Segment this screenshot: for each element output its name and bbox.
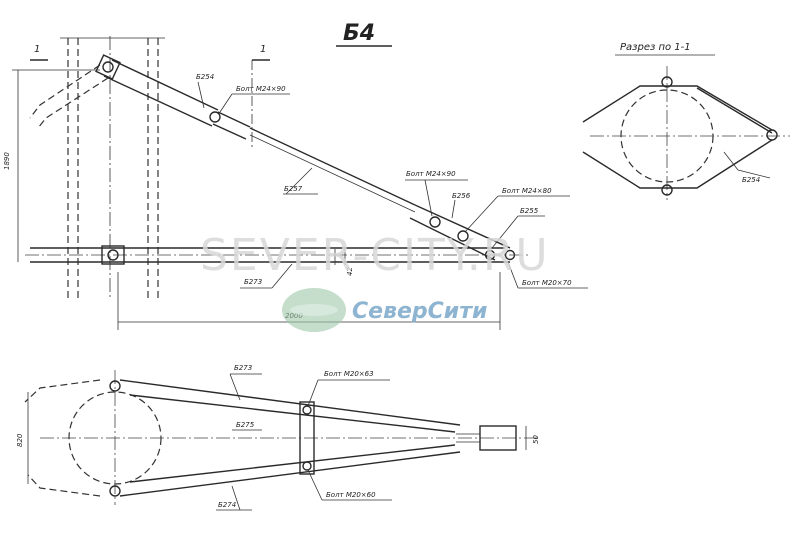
plan-view: 820 50 42 Б273 Болт М20×63 Б275 Болт М20…: [16, 267, 540, 511]
label-bolt-m20x63: Болт М20×63: [324, 370, 374, 378]
bolt-icon: [302, 405, 312, 415]
small-dimension-mid: 42: [346, 267, 354, 276]
label-bolt-m24x80: Болт М24×80: [502, 187, 552, 195]
small-dimension-right: 50: [532, 435, 540, 444]
label-b273-side: Б273: [244, 278, 262, 286]
section-mark-right: 1: [260, 44, 266, 55]
label-b273-plan: Б273: [234, 364, 252, 372]
label-b256: Б256: [452, 192, 471, 200]
end-fitting: [479, 425, 517, 451]
bolt-icon: [457, 230, 469, 242]
bolt-icon: [109, 485, 121, 497]
label-bolt-m24x90-top: Болт М24×90: [236, 85, 286, 93]
clamp-left: [29, 64, 101, 119]
width-dimension: 820: [16, 433, 24, 447]
label-b254-section: Б254: [742, 176, 760, 184]
tie-rod: [249, 127, 416, 206]
bolt-icon: [107, 249, 119, 261]
watermark-site: SEVER-CITY.RU: [200, 230, 550, 281]
height-dimension: 1890: [3, 152, 11, 170]
section-title: Разрез по 1-1: [620, 42, 691, 53]
bolt-icon: [766, 129, 778, 141]
label-b275: Б275: [236, 421, 255, 429]
cross-plate: [299, 401, 315, 475]
label-b257: Б257: [284, 185, 303, 193]
bolt-icon: [661, 76, 673, 88]
drawing-title: Б4: [343, 21, 375, 46]
label-b254-top: Б254: [196, 73, 214, 81]
bolt-icon: [109, 380, 121, 392]
bolt-icon: [429, 216, 441, 228]
watermark: SEVER-CITY.RU СеверСити: [200, 230, 550, 332]
section-view: Разрез по 1-1 Б254: [582, 42, 790, 200]
label-b255: Б255: [520, 207, 539, 215]
upper-strut: [111, 59, 219, 111]
upper-arm: [119, 379, 461, 426]
bolt-icon: [302, 461, 312, 471]
label-bolt-m24x90-mid: Болт М24×90: [406, 170, 456, 178]
label-bolt-m20x60: Болт М20×60: [326, 491, 376, 499]
bolt-icon: [209, 111, 221, 123]
lower-arm: [119, 451, 461, 497]
bolt-icon: [102, 61, 114, 73]
label-bolt-m20x70: Болт М20×70: [522, 279, 572, 287]
section-mark-left: 1: [34, 44, 40, 55]
watermark-brand: СеверСити: [352, 299, 487, 324]
side-view: 1 1 1890: [3, 21, 588, 330]
label-b274: Б274: [218, 501, 236, 509]
bolt-icon: [661, 184, 673, 196]
